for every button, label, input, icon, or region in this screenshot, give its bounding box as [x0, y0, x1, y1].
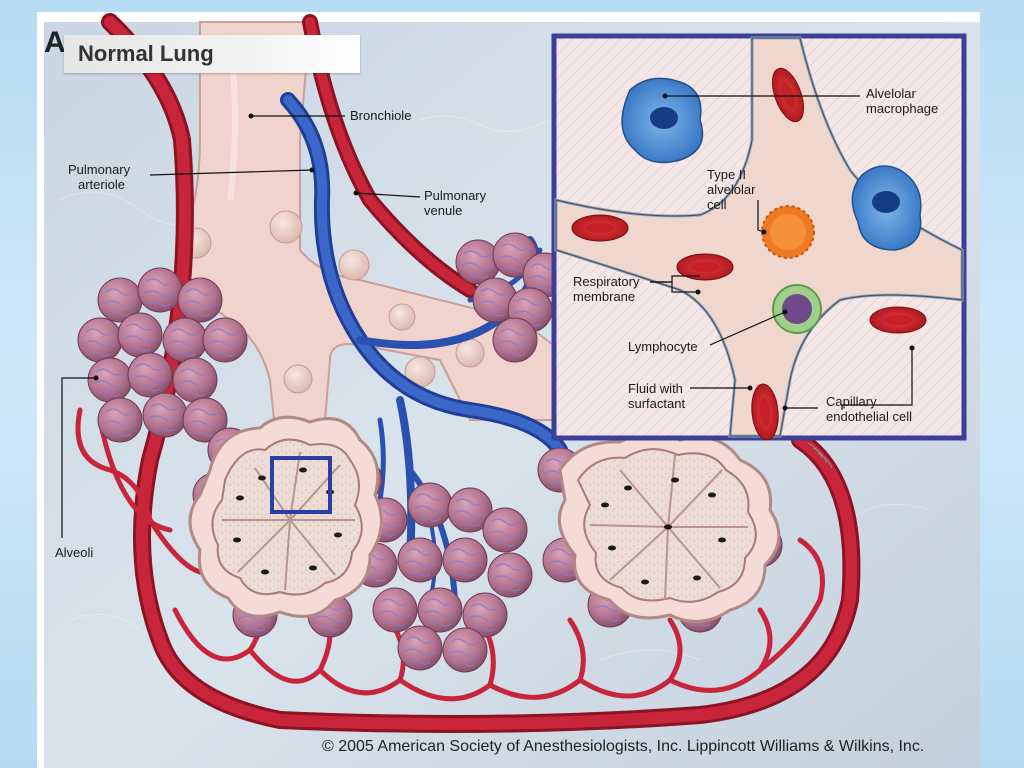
- pulmonary-venule-vessel: [75, 13, 861, 733]
- label-alveolar-macrophage: Alvelolar macrophage: [866, 86, 938, 116]
- alveolar-macrophage-cell-2: [851, 165, 922, 251]
- page-title: Normal Lung: [78, 41, 214, 66]
- label-line: endothelial cell: [826, 409, 913, 424]
- lymphocyte-cell: [772, 284, 822, 334]
- label-alveoli: Alveoli: [55, 545, 94, 560]
- magnified-region-indicator: [270, 456, 332, 514]
- label-line: membrane: [573, 289, 636, 304]
- type-ii-alveolar-cell: [761, 205, 815, 259]
- label-line: venule: [424, 203, 463, 218]
- label-line: alvelolar: [707, 182, 756, 197]
- label-line: Pulmonary: [68, 162, 131, 177]
- label-line: Pulmonary: [424, 188, 487, 203]
- label-capillary-endothelial-cell: Capillary endothelial cell: [826, 394, 912, 424]
- panel-letter: A: [44, 26, 66, 59]
- label-pulmonary-venule: Pulmonary venule: [424, 188, 486, 218]
- alveolar-cross-section-left: [188, 415, 383, 618]
- copyright-notice: © 2005 American Society of Anesthesiolog…: [322, 738, 925, 755]
- magnified-inset: [551, 33, 967, 442]
- label-line: arteriole: [78, 177, 125, 192]
- label-line: Capillary: [826, 394, 877, 409]
- label-line: Alvelolar: [866, 86, 916, 101]
- label-type-ii-alveolar-cell: Type II alvelolar cell: [707, 167, 755, 212]
- label-respiratory-membrane: Respiratory membrane: [573, 274, 639, 304]
- label-line: surfactant: [628, 396, 686, 411]
- alveolar-macrophage-cell: [621, 77, 704, 164]
- title-tab: Normal Lung: [64, 35, 360, 73]
- alveolar-cross-section-right: [557, 431, 781, 623]
- label-bronchiole: Bronchiole: [350, 108, 412, 123]
- label-pulmonary-arteriole: Pulmonary arteriole: [68, 162, 130, 192]
- label-line: Type II: [707, 167, 747, 182]
- label-lymphocyte: Lymphocyte: [628, 339, 698, 354]
- label-line: cell: [707, 197, 727, 212]
- label-line: macrophage: [866, 101, 939, 116]
- label-line: Fluid with: [628, 381, 683, 396]
- label-line: Respiratory: [573, 274, 640, 289]
- label-fluid-with-surfactant: Fluid with surfactant: [628, 381, 685, 411]
